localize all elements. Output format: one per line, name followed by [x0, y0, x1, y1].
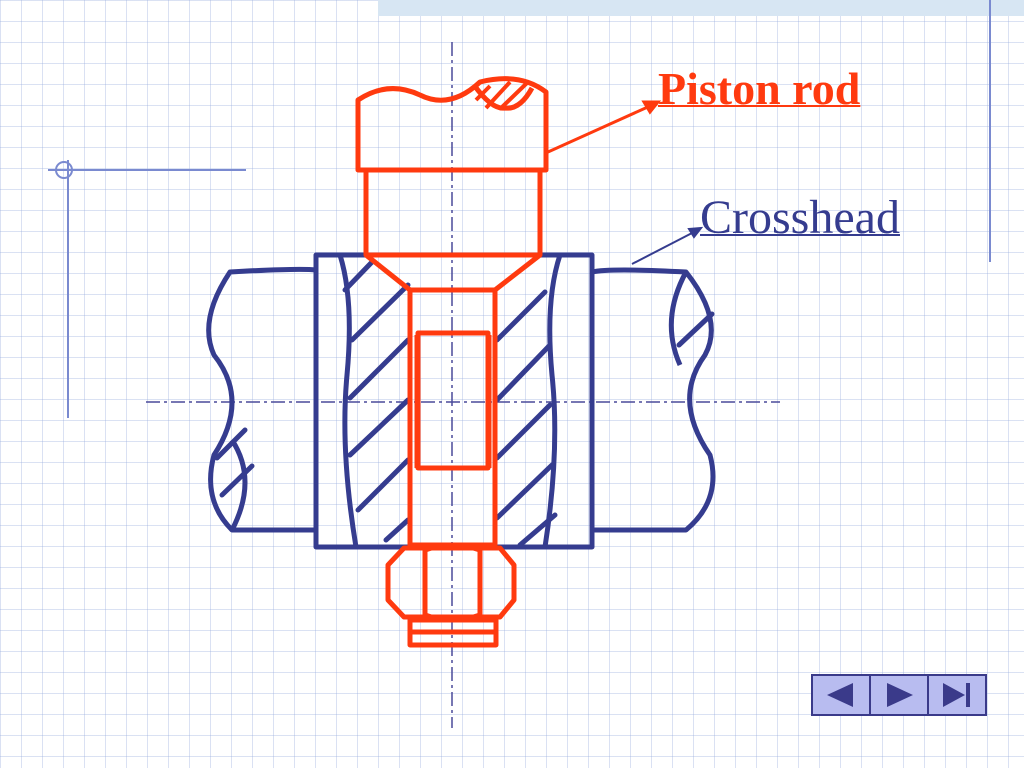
- prev-triangle-icon: [827, 683, 853, 707]
- crosshead-hatching: [214, 259, 715, 548]
- previous-slide-button[interactable]: [813, 676, 871, 714]
- next-slide-button[interactable]: [871, 676, 929, 714]
- crosshead-body: [206, 252, 716, 550]
- piston-rod-end-hatching: [474, 80, 530, 111]
- piston-rod-thread-lines: [414, 335, 492, 468]
- leader-piston-rod: [547, 100, 662, 154]
- nut: [385, 542, 517, 648]
- top-band: [378, 0, 1024, 16]
- next-triangle-icon: [887, 683, 913, 707]
- piston-rod-label: Piston rod: [658, 63, 861, 114]
- crosshead-label: Crosshead: [700, 191, 900, 244]
- leader-crosshead: [631, 226, 704, 265]
- last-slide-button[interactable]: [929, 676, 985, 714]
- last-slide-icon: [943, 683, 970, 707]
- left-rule-circle: [55, 161, 73, 179]
- slide-navigation: [811, 674, 987, 716]
